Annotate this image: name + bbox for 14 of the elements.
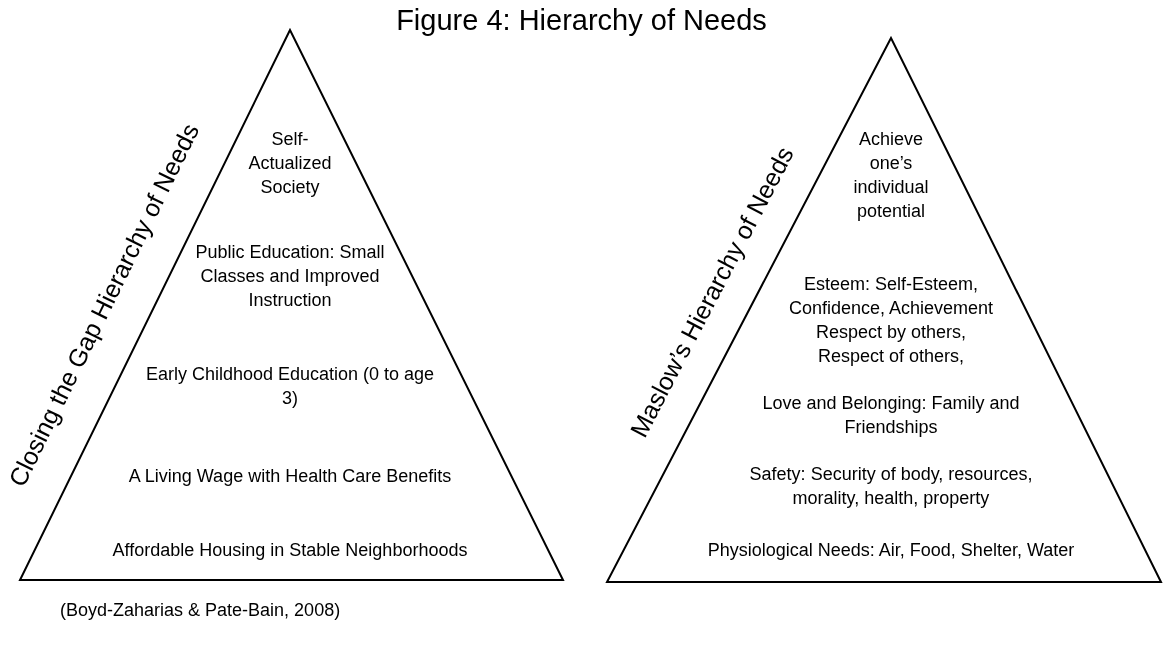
tier-label: Public Education: Small Classes and Improved Instruction (194, 241, 386, 312)
source-citation: (Boyd-Zaharias & Pate-Bain, 2008) (60, 600, 341, 621)
tier-label: Love and Belonging: Family and Friendships (761, 392, 1021, 439)
tier-label: Self- Actualized Society (247, 128, 333, 199)
figure-title: Figure 4: Hierarchy of Needs (395, 4, 768, 37)
tier-label: Early Childhood Education (0 to age 3) (145, 363, 435, 410)
tier-label: Achieve one’s individual potential (852, 128, 930, 223)
tier-label: Esteem: Self-Esteem, Confidence, Achievement (787, 273, 995, 320)
tier-label: Affordable Housing in Stable Neighborhoods (111, 539, 469, 562)
tier-label: Respect by others, Respect of others, (814, 321, 968, 368)
pyramid-triangle (605, 36, 1163, 584)
tier-label: Safety: Security of body, resources, morality, health, property (748, 463, 1034, 510)
tier-label: Physiological Needs: Air, Food, Shelter, Water (706, 539, 1076, 562)
tier-label: A Living Wage with Health Care Benefits (127, 465, 453, 488)
